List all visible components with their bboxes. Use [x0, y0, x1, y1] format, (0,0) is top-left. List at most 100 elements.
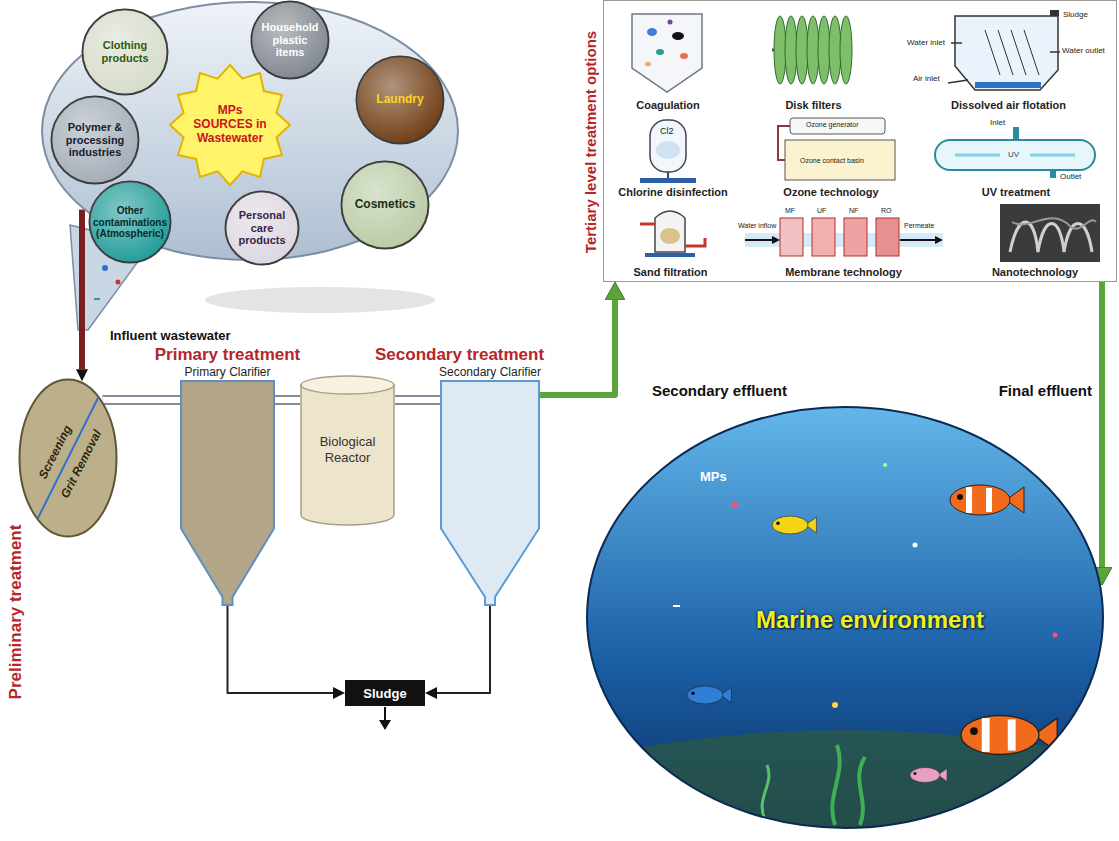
decor-ellipse	[656, 141, 680, 159]
decor-path	[762, 765, 769, 820]
decor-ellipse	[647, 28, 657, 36]
decor-line	[1024, 30, 1039, 75]
decor-rect	[1008, 719, 1016, 750]
unit-label: Biological Reactor	[305, 434, 390, 465]
preliminary-unit: Preliminary treatmentScreeningGrit Remov…	[18, 378, 118, 538]
decor-circle	[342, 162, 428, 248]
decor-path	[778, 126, 790, 160]
treatment-option: Dissolved air flotation	[906, 9, 1111, 114]
decor-path	[655, 211, 685, 252]
source-label: Cosmetics	[349, 198, 421, 212]
decor-line	[955, 154, 1000, 157]
decor-ellipse	[301, 376, 394, 394]
edge-label: Final effluent	[997, 382, 1094, 400]
decor-rect	[94, 298, 100, 300]
decor-line	[951, 42, 962, 44]
decor-line	[1011, 30, 1026, 75]
decor-path	[632, 14, 702, 92]
section-heading: Primary treatment	[155, 346, 301, 364]
pipe-bore	[395, 397, 440, 403]
part-label: Outlet	[1060, 172, 1081, 181]
treatment-option: Membrane technology	[736, 201, 951, 281]
primary-clarifier-shape	[180, 380, 275, 605]
decor-circle	[970, 727, 978, 735]
decor-polygon	[935, 236, 943, 244]
decor-ellipse	[660, 228, 680, 244]
decor-rect	[975, 82, 1041, 88]
option-caption: Disk filters	[751, 99, 876, 112]
decor-line	[948, 80, 968, 83]
option-caption: Sand filtration	[613, 266, 728, 279]
part-label: Water inlet	[907, 38, 945, 47]
decor-circle	[52, 97, 139, 184]
decor-circle	[883, 463, 887, 467]
source-label: Personal care products	[231, 209, 293, 247]
decor-line	[1030, 154, 1075, 157]
decor-circle	[357, 57, 443, 143]
decor-path	[832, 745, 839, 825]
decor-circle	[116, 280, 121, 285]
decor-circle	[83, 10, 168, 95]
edge-label: Secondary effluent	[650, 382, 789, 400]
decor-path	[859, 757, 865, 825]
decor-circle	[83, 10, 167, 94]
connector	[1102, 282, 1103, 567]
decor-line	[900, 239, 935, 241]
region-label: Marine environment	[756, 608, 984, 632]
part-label: Permeate	[904, 222, 934, 230]
treatment-option: Nanotechnology	[961, 201, 1109, 281]
decor-g	[687, 686, 731, 704]
connector	[102, 400, 180, 401]
source-circle: Cosmetics	[340, 160, 430, 250]
unit-label: Sludge	[363, 687, 406, 700]
decor-circle	[52, 97, 138, 183]
decor-path	[955, 16, 1058, 90]
decor-rect	[986, 488, 992, 512]
source-circle: Personal care products	[224, 190, 300, 266]
option-caption: Chlorine disinfection	[613, 186, 733, 199]
treatment-option: Coagulation	[613, 9, 723, 114]
biological-reactor: Secondary treatmentBiological Reactor	[300, 375, 395, 525]
source-label: Clothing products	[90, 39, 160, 64]
pipe-wall	[102, 395, 180, 405]
options-panel: Tertiary level treatment optionsCoagulat…	[603, 0, 1117, 282]
connector	[275, 400, 300, 401]
unit-label: Secondary Clarifier	[439, 365, 541, 379]
source-circle: Laundry	[355, 55, 445, 145]
decor-line	[985, 30, 1000, 75]
option-caption: Ozone technology	[761, 186, 901, 199]
decor-circle	[252, 2, 329, 79]
decor-rect	[645, 253, 695, 257]
decor-ellipse	[656, 49, 664, 55]
star-label: MPs SOURCES in Wastewater	[191, 104, 269, 145]
decor-ellipse	[774, 16, 786, 84]
source-bubble: MPs SOURCES in Wastewater Clothing produc…	[40, 0, 460, 262]
secondary-clarifier: Secondary Clarifier	[440, 380, 540, 605]
section-heading: Tertiary level treatment options	[583, 31, 598, 253]
part-label: Cl2	[660, 126, 674, 136]
decor-circle	[102, 265, 108, 271]
decor-ellipse	[687, 686, 723, 704]
decor-ellipse	[587, 407, 1103, 828]
decor-rect	[790, 118, 885, 134]
decor-circle	[914, 772, 917, 775]
decor-ellipse	[910, 768, 940, 783]
option-caption: Coagulation	[613, 99, 723, 112]
decor-ellipse	[680, 53, 688, 59]
decor-circle	[90, 182, 170, 262]
sludge-line	[228, 605, 334, 693]
connector	[228, 605, 334, 693]
part-label: UV	[1008, 150, 1019, 159]
decor-ellipse	[672, 32, 684, 40]
decor-rect	[1013, 127, 1019, 140]
decor-path	[685, 238, 705, 246]
source-label: Other contaminations (Atmospheric)	[93, 205, 167, 240]
sludge-box: Sludge	[345, 680, 425, 706]
secondary-clarifier-shape	[440, 380, 540, 605]
callout-label: MPs	[700, 470, 727, 485]
unit-label: Primary Clarifier	[184, 365, 270, 379]
part-label: NF	[849, 207, 858, 215]
decor-circle	[732, 502, 738, 508]
source-circle: Clothing products	[81, 8, 169, 96]
